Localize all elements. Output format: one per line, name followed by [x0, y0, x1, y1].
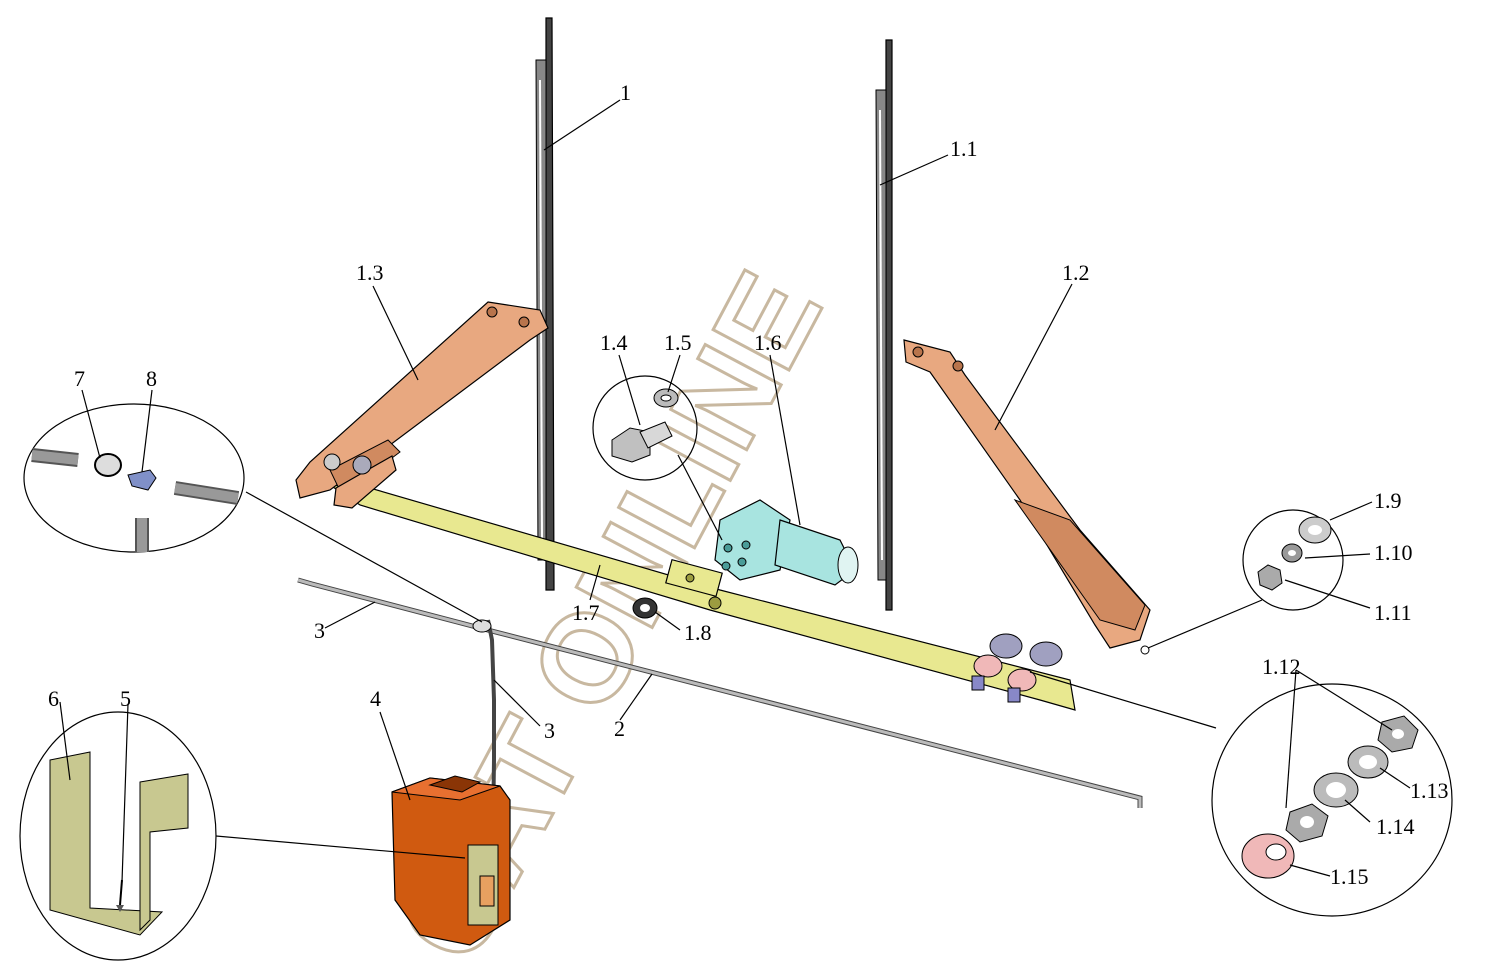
label-1-11: 1.11 — [1374, 600, 1412, 625]
wiper-blade-right — [875, 39, 893, 611]
label-1-2: 1.2 — [1062, 260, 1090, 285]
pivot-right — [971, 633, 1063, 703]
label-2: 2 — [614, 716, 625, 741]
leader-lines — [59, 99, 1411, 883]
washer-tank — [391, 775, 511, 946]
part-labels: 1 1.1 1.2 1.3 1.4 1.5 1.6 1.7 1.8 1.9 1.… — [48, 80, 1449, 889]
label-1-15: 1.15 — [1330, 864, 1369, 889]
washer-hose — [297, 577, 1143, 901]
label-1-14: 1.14 — [1376, 814, 1415, 839]
label-1: 1 — [620, 80, 631, 105]
label-6: 6 — [48, 686, 59, 711]
label-1-6: 1.6 — [754, 330, 782, 355]
linkage-rod — [327, 484, 1076, 711]
label-8: 8 — [146, 366, 157, 391]
washer-1-8 — [632, 597, 658, 619]
bolt-detail — [592, 375, 723, 541]
wiper-arm-right — [903, 339, 1151, 655]
label-1-7: 1.7 — [572, 600, 600, 625]
nut-detail-large — [1029, 671, 1453, 917]
label-1-4: 1.4 — [600, 330, 628, 355]
label-7: 7 — [74, 366, 85, 391]
label-1-3: 1.3 — [356, 260, 384, 285]
label-1-5: 1.5 — [664, 330, 692, 355]
label-5: 5 — [120, 686, 131, 711]
label-3a: 3 — [314, 618, 325, 643]
connector-detail — [23, 403, 483, 623]
label-1-12: 1.12 — [1262, 654, 1301, 679]
label-1-10: 1.10 — [1374, 540, 1413, 565]
wiper-arm-left — [295, 301, 549, 509]
nut-detail-small — [1147, 509, 1344, 649]
wiper-blade-left — [535, 17, 555, 591]
label-1-13: 1.13 — [1410, 778, 1449, 803]
label-3b: 3 — [544, 718, 555, 743]
label-1-8: 1.8 — [684, 620, 712, 645]
label-1-1: 1.1 — [950, 136, 978, 161]
label-4: 4 — [370, 686, 381, 711]
wiper-motor — [714, 499, 859, 586]
label-1-9: 1.9 — [1374, 488, 1402, 513]
